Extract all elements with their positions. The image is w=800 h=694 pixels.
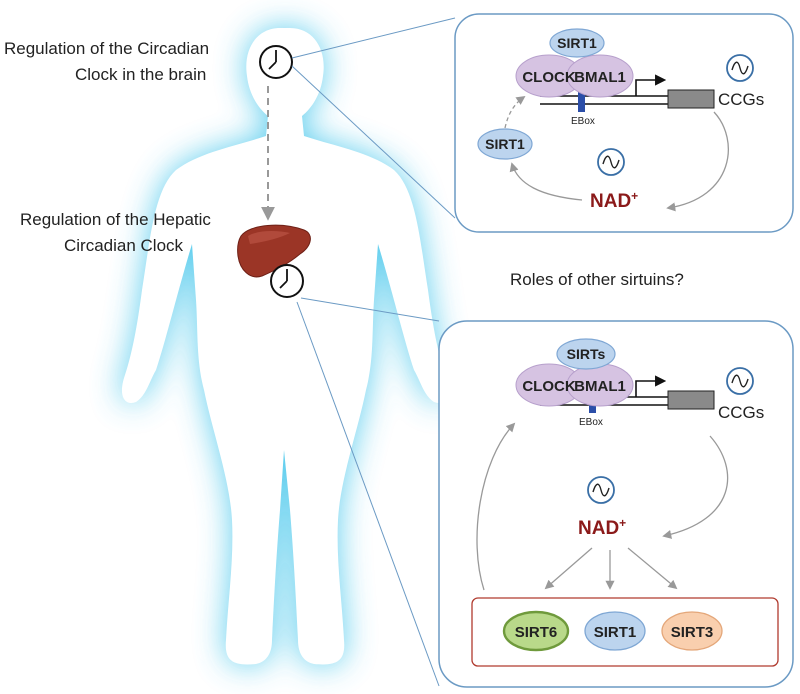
- sirt3-label: SIRT3: [671, 624, 714, 641]
- cycle-arrow: [666, 111, 729, 212]
- ebox-marker: [578, 86, 585, 112]
- hepatic-title-line1: Regulation of the Hepatic: [20, 210, 211, 229]
- sirt1-label: SIRT1: [594, 624, 637, 641]
- sirt3-protein: [661, 611, 723, 651]
- cycle-arrow: [509, 162, 583, 201]
- nad-to-sirt6-arrow: [544, 547, 593, 590]
- ebox-label: EBox: [571, 116, 595, 127]
- oscillation-wave: [731, 374, 749, 388]
- oscillation-wave: [592, 483, 610, 497]
- nad-to-sirt3-arrow: [627, 547, 678, 590]
- question-label: Roles of other sirtuins?: [510, 270, 684, 289]
- sirt1-top-label: SIRT1: [557, 35, 597, 51]
- sirtuin-list: SIRT6 SIRT1 SIRT3: [502, 610, 723, 652]
- cycle-arrow: [476, 422, 516, 591]
- brain-title-line2: Clock in the brain: [75, 65, 206, 84]
- brain-clock-icon: [259, 45, 293, 79]
- connector-line: [291, 65, 456, 219]
- body-silhouette-fill: [121, 28, 449, 665]
- connector-line: [300, 297, 440, 322]
- transcription-arrow: [635, 74, 667, 96]
- gene-box: [667, 390, 715, 410]
- gene-box: [667, 89, 715, 109]
- brain-title-line1: Regulation of the Circadian: [4, 39, 209, 58]
- bmal1-protein: [566, 54, 634, 98]
- sirt6-protein: [502, 610, 570, 652]
- liver-clock-icon: [270, 264, 304, 298]
- sirt1-left-protein: [477, 128, 533, 160]
- nad-label: NAD+: [578, 516, 626, 539]
- clock-label: CLOCK: [522, 69, 575, 86]
- bmal1-label: BMAL1: [574, 69, 626, 86]
- hepatic-title-line2: Circadian Clock: [64, 236, 184, 255]
- ccgs-label: CCGs: [718, 90, 764, 109]
- cycle-arrow: [662, 435, 729, 539]
- liver-highlight: [248, 231, 290, 244]
- bottom-panel-frame: [438, 320, 794, 688]
- sirts-label: SIRTs: [567, 346, 606, 362]
- ccgs-label: CCGs: [718, 403, 764, 422]
- oscillation-wave: [602, 155, 620, 169]
- body-silhouette: [121, 28, 449, 665]
- sirts-protein: [556, 338, 616, 370]
- oscillation-wave: [731, 61, 749, 75]
- nad-label: NAD+: [590, 189, 638, 212]
- clock-label: CLOCK: [522, 378, 575, 395]
- sirt1-top-protein: [549, 28, 605, 58]
- bmal1-label: BMAL1: [574, 378, 626, 395]
- cycle-arrow: [504, 95, 526, 129]
- top-panel: EBox CLOCK BMAL1 SIRT1 CCGs SIRT1 NAD+: [454, 13, 794, 233]
- connector-line: [291, 17, 456, 59]
- sirt1-left-label: SIRT1: [485, 136, 525, 152]
- transcription-arrow: [635, 375, 667, 397]
- connector-line: [296, 301, 440, 687]
- ebox-label: EBox: [579, 417, 603, 428]
- sirt6-label: SIRT6: [515, 624, 558, 641]
- sirt1-protein: [584, 611, 646, 651]
